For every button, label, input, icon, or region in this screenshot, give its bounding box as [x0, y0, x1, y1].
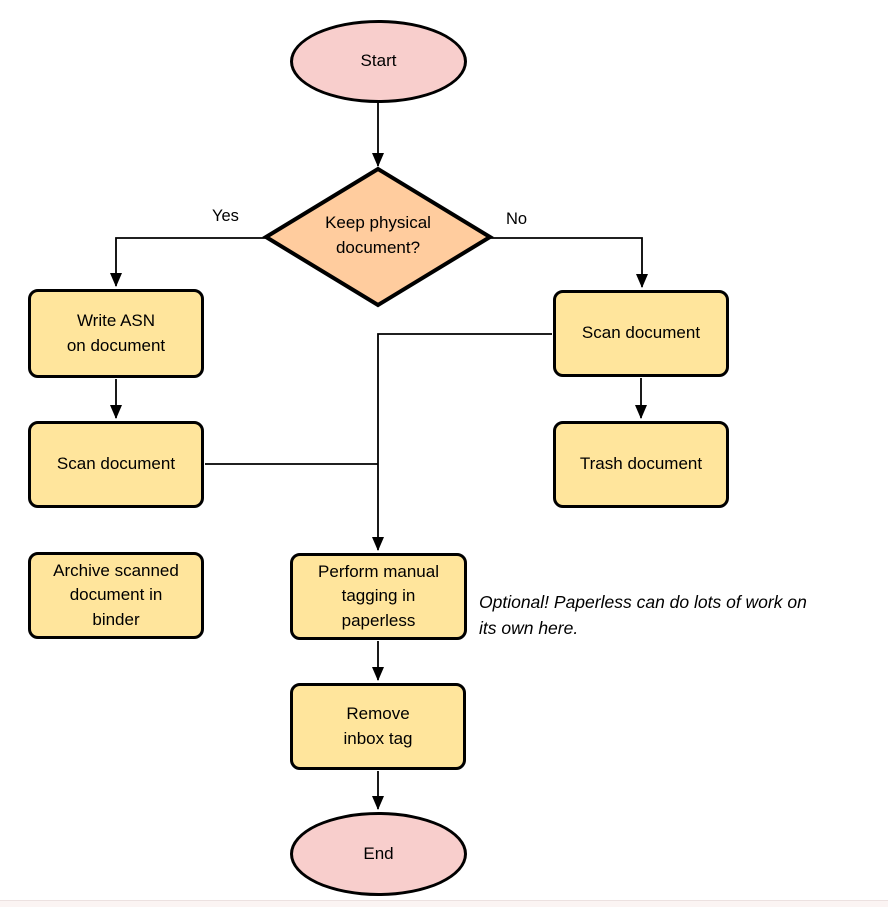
node-archive-document-label: Archive scanned document in binder — [53, 560, 179, 629]
node-scan-document-left: Scan document — [28, 421, 204, 508]
node-manual-tagging: Perform manual tagging in paperless — [290, 553, 467, 640]
node-end: End — [290, 812, 467, 896]
node-trash-document: Trash document — [553, 421, 729, 508]
node-scan-document-right: Scan document — [553, 290, 729, 377]
node-decision-shape — [262, 166, 494, 308]
edge-scan-right-to-tagging — [372, 333, 552, 551]
node-start-label: Start — [360, 51, 397, 71]
node-remove-inbox-tag: Remove inbox tag — [290, 683, 466, 770]
node-start: Start — [290, 20, 467, 103]
edge-decision-yes-to-write-asn — [110, 237, 266, 287]
node-end-label: End — [363, 843, 394, 863]
node-scan-document-right-label: Scan document — [581, 323, 701, 343]
node-archive-document: Archive scanned document in binder — [28, 552, 204, 639]
node-scan-document-left-label: Scan document — [56, 454, 176, 474]
node-decision-label: Keep physical document? — [325, 213, 431, 257]
node-remove-inbox-tag-label: Remove inbox tag — [343, 703, 413, 748]
node-write-asn: Write ASN on document — [28, 289, 204, 378]
node-manual-tagging-label: Perform manual tagging in paperless — [318, 561, 439, 630]
node-trash-document-label: Trash document — [579, 454, 703, 474]
annotation-optional-note: Optional! Paperless can do lots of work … — [479, 592, 807, 638]
edge-label-no: No — [506, 210, 528, 228]
node-write-asn-label: Write ASN on document — [66, 310, 166, 355]
edge-label-yes: Yes — [212, 207, 239, 225]
edge-decision-no-to-scan-right — [489, 237, 648, 288]
bottom-edge-strip — [0, 900, 888, 907]
